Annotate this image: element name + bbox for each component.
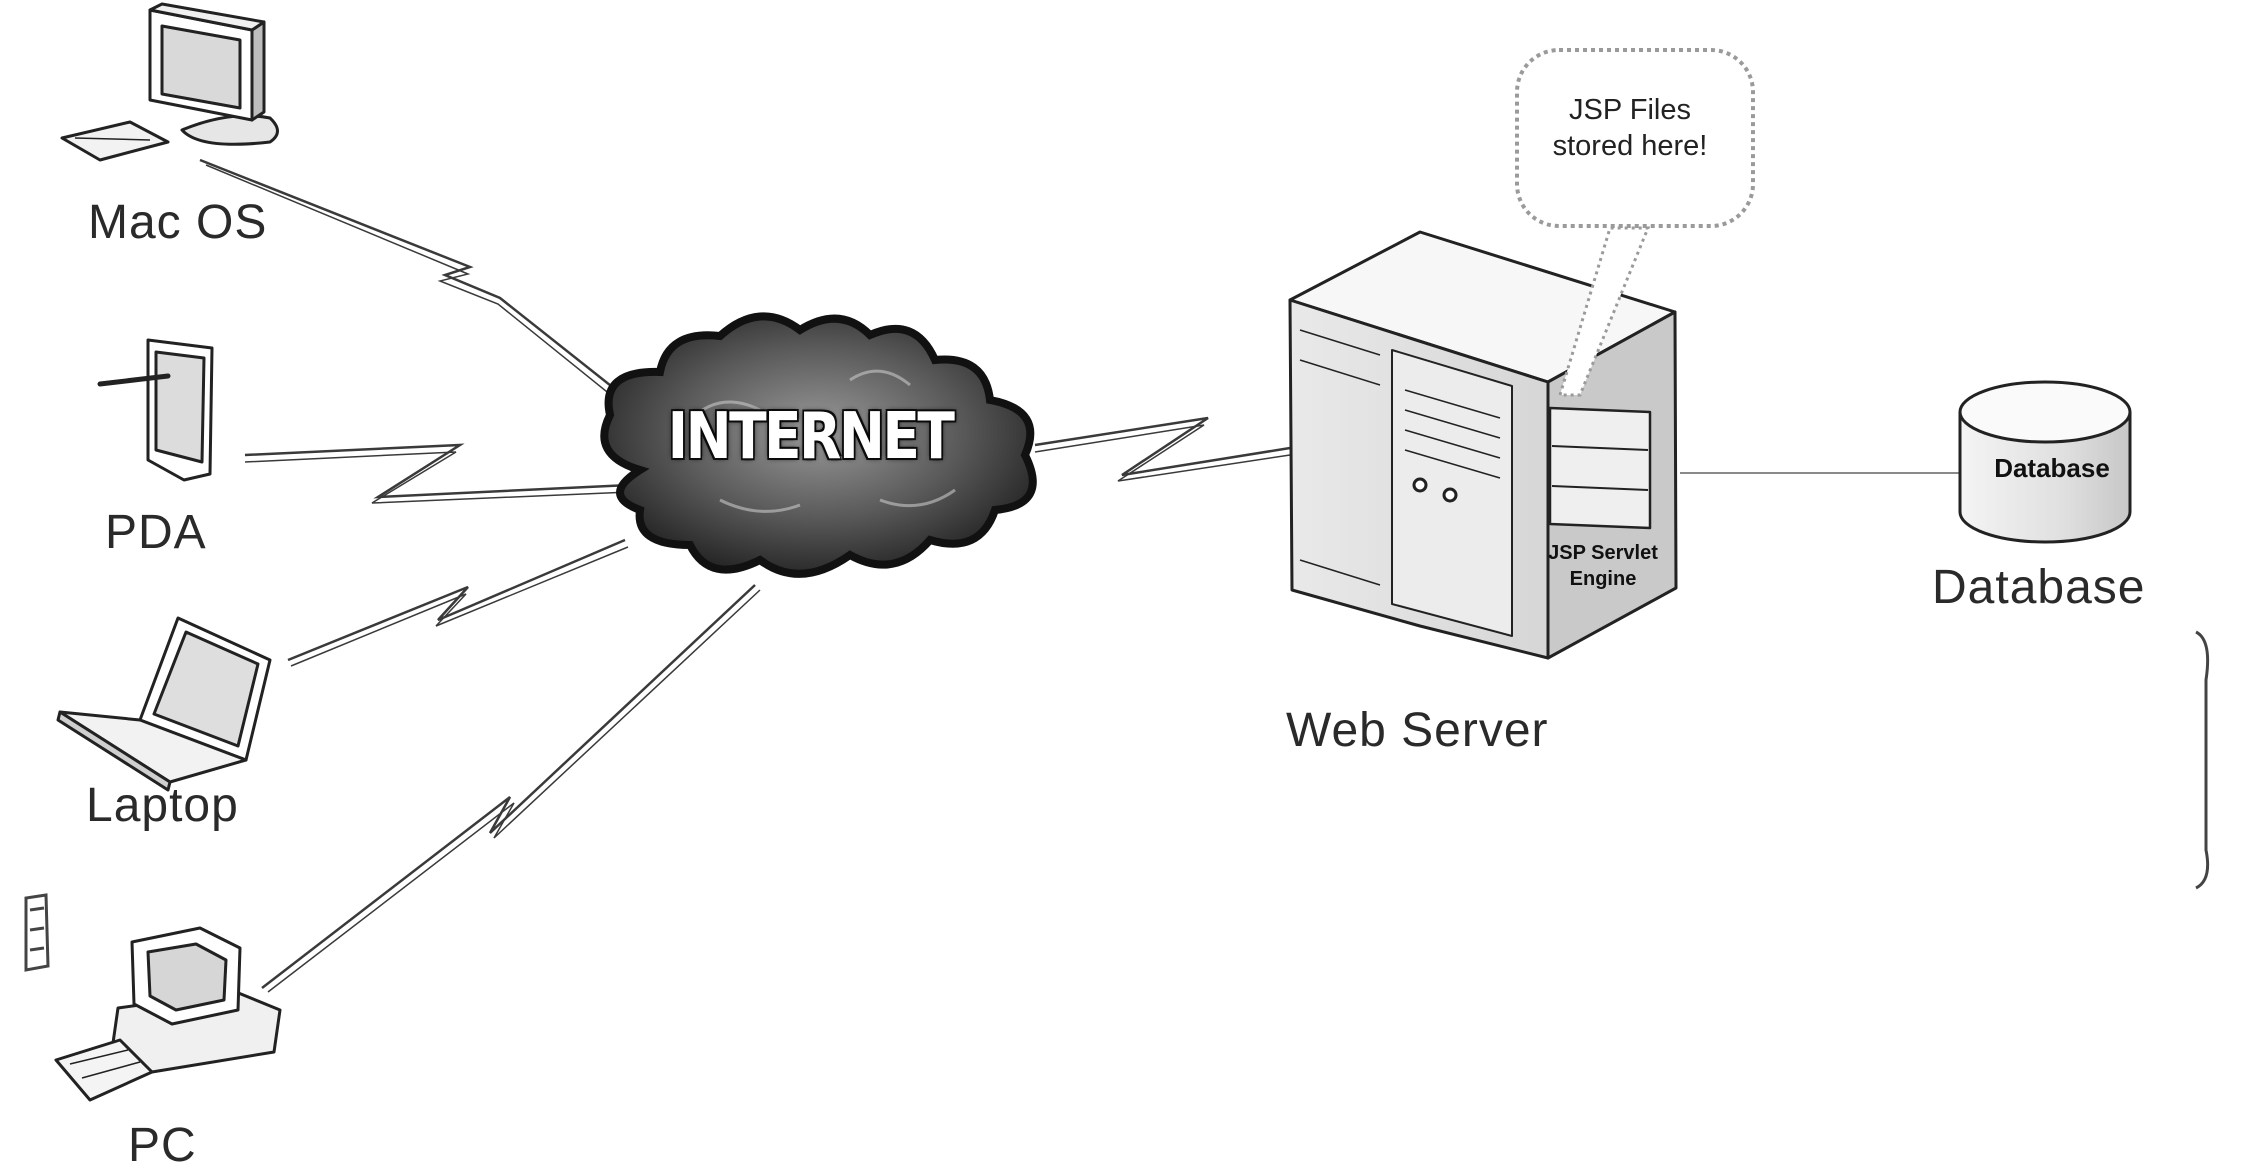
- callout-line-2: stored here!: [1552, 130, 1708, 162]
- pda-label: PDA: [105, 506, 207, 559]
- edge-laptop-internet: [287, 538, 629, 667]
- laptop-icon: [56, 616, 272, 792]
- edge-internet-server: [1034, 416, 1291, 482]
- database-inner-label: Database: [1994, 453, 2110, 483]
- jsp-files-callout: [1515, 48, 1755, 397]
- edge-mac-internet: [199, 158, 626, 405]
- callout-line-1: JSP Files: [1569, 94, 1691, 126]
- mac-os-label: Mac OS: [88, 196, 268, 249]
- pc-label: PC: [128, 1119, 197, 1172]
- servlet-engine-label: JSP Servlet Engine: [1508, 540, 1698, 592]
- pda-icon: [97, 338, 214, 482]
- desktop-monitor-icon: [60, 2, 279, 162]
- scan-mark-left: [24, 893, 50, 972]
- callout-text: JSP Files stored here!: [1530, 92, 1730, 164]
- laptop-label: Laptop: [86, 779, 239, 832]
- cloud-icon: [600, 312, 1037, 578]
- database-label: Database: [1932, 561, 2146, 614]
- edge-pc-internet: [261, 584, 761, 993]
- engine-line-2: Engine: [1569, 568, 1637, 590]
- database-cylinder-icon: [1958, 380, 2132, 544]
- scan-mark-right: [2195, 630, 2210, 890]
- pc-computer-icon: [54, 926, 282, 1102]
- web-server-label: Web Server: [1286, 704, 1549, 757]
- server-tower-icon: [1288, 230, 1678, 660]
- engine-line-1: JSP Servlet: [1548, 542, 1658, 564]
- internet-label: INTERNET: [667, 400, 955, 474]
- edge-pda-internet: [244, 443, 631, 504]
